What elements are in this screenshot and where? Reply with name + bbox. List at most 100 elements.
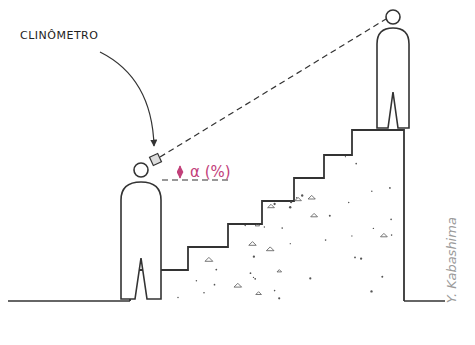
texture-mark	[250, 195, 252, 197]
texture-mark	[181, 184, 183, 186]
texture-mark	[276, 180, 277, 181]
texture-mark	[205, 257, 213, 261]
texture-mark	[265, 142, 267, 144]
texture-mark	[299, 150, 301, 152]
texture-mark	[370, 290, 372, 292]
texture-mark	[281, 227, 283, 229]
texture-mark	[214, 284, 216, 286]
angle-arrow	[179, 166, 180, 178]
texture-mark	[256, 292, 262, 295]
texture-mark	[189, 198, 191, 200]
texture-mark	[381, 233, 388, 236]
angle-label: α (%)	[190, 164, 231, 181]
texture-mark	[290, 243, 291, 244]
texture-mark	[177, 297, 178, 298]
texture-mark	[146, 176, 148, 178]
observer-body	[121, 182, 161, 299]
texture-mark	[253, 256, 255, 258]
clinometer	[150, 154, 162, 166]
texture-mark	[289, 206, 291, 208]
texture-mark	[254, 278, 256, 280]
ground-line	[404, 300, 445, 302]
texture-mark	[251, 217, 253, 219]
texture-mark	[311, 213, 318, 216]
texture-mark	[177, 140, 178, 141]
texture-mark	[309, 159, 310, 160]
texture-mark	[260, 202, 262, 204]
texture-mark	[220, 138, 222, 140]
texture-mark	[256, 159, 258, 161]
texture-mark	[313, 159, 315, 161]
texture-mark	[274, 290, 276, 292]
texture-mark	[309, 277, 311, 279]
texture-mark	[308, 195, 315, 199]
texture-mark	[249, 242, 256, 246]
texture-mark	[168, 171, 169, 172]
texture-mark	[234, 283, 242, 287]
texture-mark	[206, 192, 207, 193]
texture-mark	[348, 202, 349, 203]
texture-mark	[278, 297, 280, 299]
texture-mark	[162, 188, 164, 190]
texture-mark	[264, 226, 266, 228]
texture-mark	[389, 187, 391, 189]
texture-mark	[206, 230, 208, 232]
texture-mark	[226, 191, 228, 193]
texture-mark	[290, 201, 292, 203]
texture-mark	[250, 272, 252, 274]
texture-mark	[197, 220, 198, 221]
stairs	[130, 130, 404, 301]
texture-mark	[345, 156, 346, 157]
texture-mark	[301, 194, 303, 196]
texture-mark	[138, 159, 140, 161]
texture-mark	[351, 235, 352, 236]
texture-mark	[390, 219, 392, 221]
texture-mark	[281, 137, 283, 139]
texture-mark	[166, 263, 171, 266]
texture-mark	[354, 256, 356, 258]
texture-mark	[244, 225, 246, 227]
texture-mark	[355, 163, 357, 165]
leader-line	[100, 52, 154, 146]
ground-line	[8, 300, 130, 302]
texture-mark	[266, 247, 274, 251]
target-head	[386, 10, 400, 24]
texture-mark	[325, 239, 327, 241]
texture-mark	[391, 234, 393, 236]
texture-mark	[371, 190, 373, 192]
texture-mark	[292, 157, 294, 159]
target-body	[377, 28, 409, 128]
texture-mark	[262, 175, 264, 177]
texture-mark	[309, 146, 310, 147]
texture-mark	[255, 224, 259, 226]
texture-mark	[273, 203, 275, 205]
texture-mark	[215, 269, 217, 271]
texture-mark	[203, 292, 205, 294]
texture-mark	[251, 143, 257, 146]
texture-mark	[295, 197, 302, 200]
texture-mark	[329, 215, 331, 217]
texture-mark	[185, 221, 186, 222]
texture-mark	[296, 197, 297, 198]
part-label: CLINÔMETRO	[20, 30, 98, 42]
stair-texture	[131, 131, 392, 300]
watermark: Y. Kabashima	[445, 217, 459, 303]
texture-mark	[167, 253, 169, 255]
texture-mark	[381, 276, 383, 278]
texture-mark	[279, 188, 281, 190]
texture-mark	[373, 228, 374, 229]
texture-mark	[177, 131, 185, 135]
texture-mark	[300, 148, 301, 149]
texture-mark	[166, 253, 170, 255]
texture-mark	[360, 258, 362, 260]
texture-mark	[277, 270, 282, 272]
sight-line	[160, 19, 386, 157]
texture-mark	[196, 280, 197, 281]
texture-mark	[253, 277, 254, 278]
texture-mark	[268, 204, 275, 207]
texture-mark	[241, 170, 242, 171]
observer-head	[134, 163, 148, 177]
texture-mark	[181, 242, 183, 244]
texture-mark	[165, 205, 170, 207]
